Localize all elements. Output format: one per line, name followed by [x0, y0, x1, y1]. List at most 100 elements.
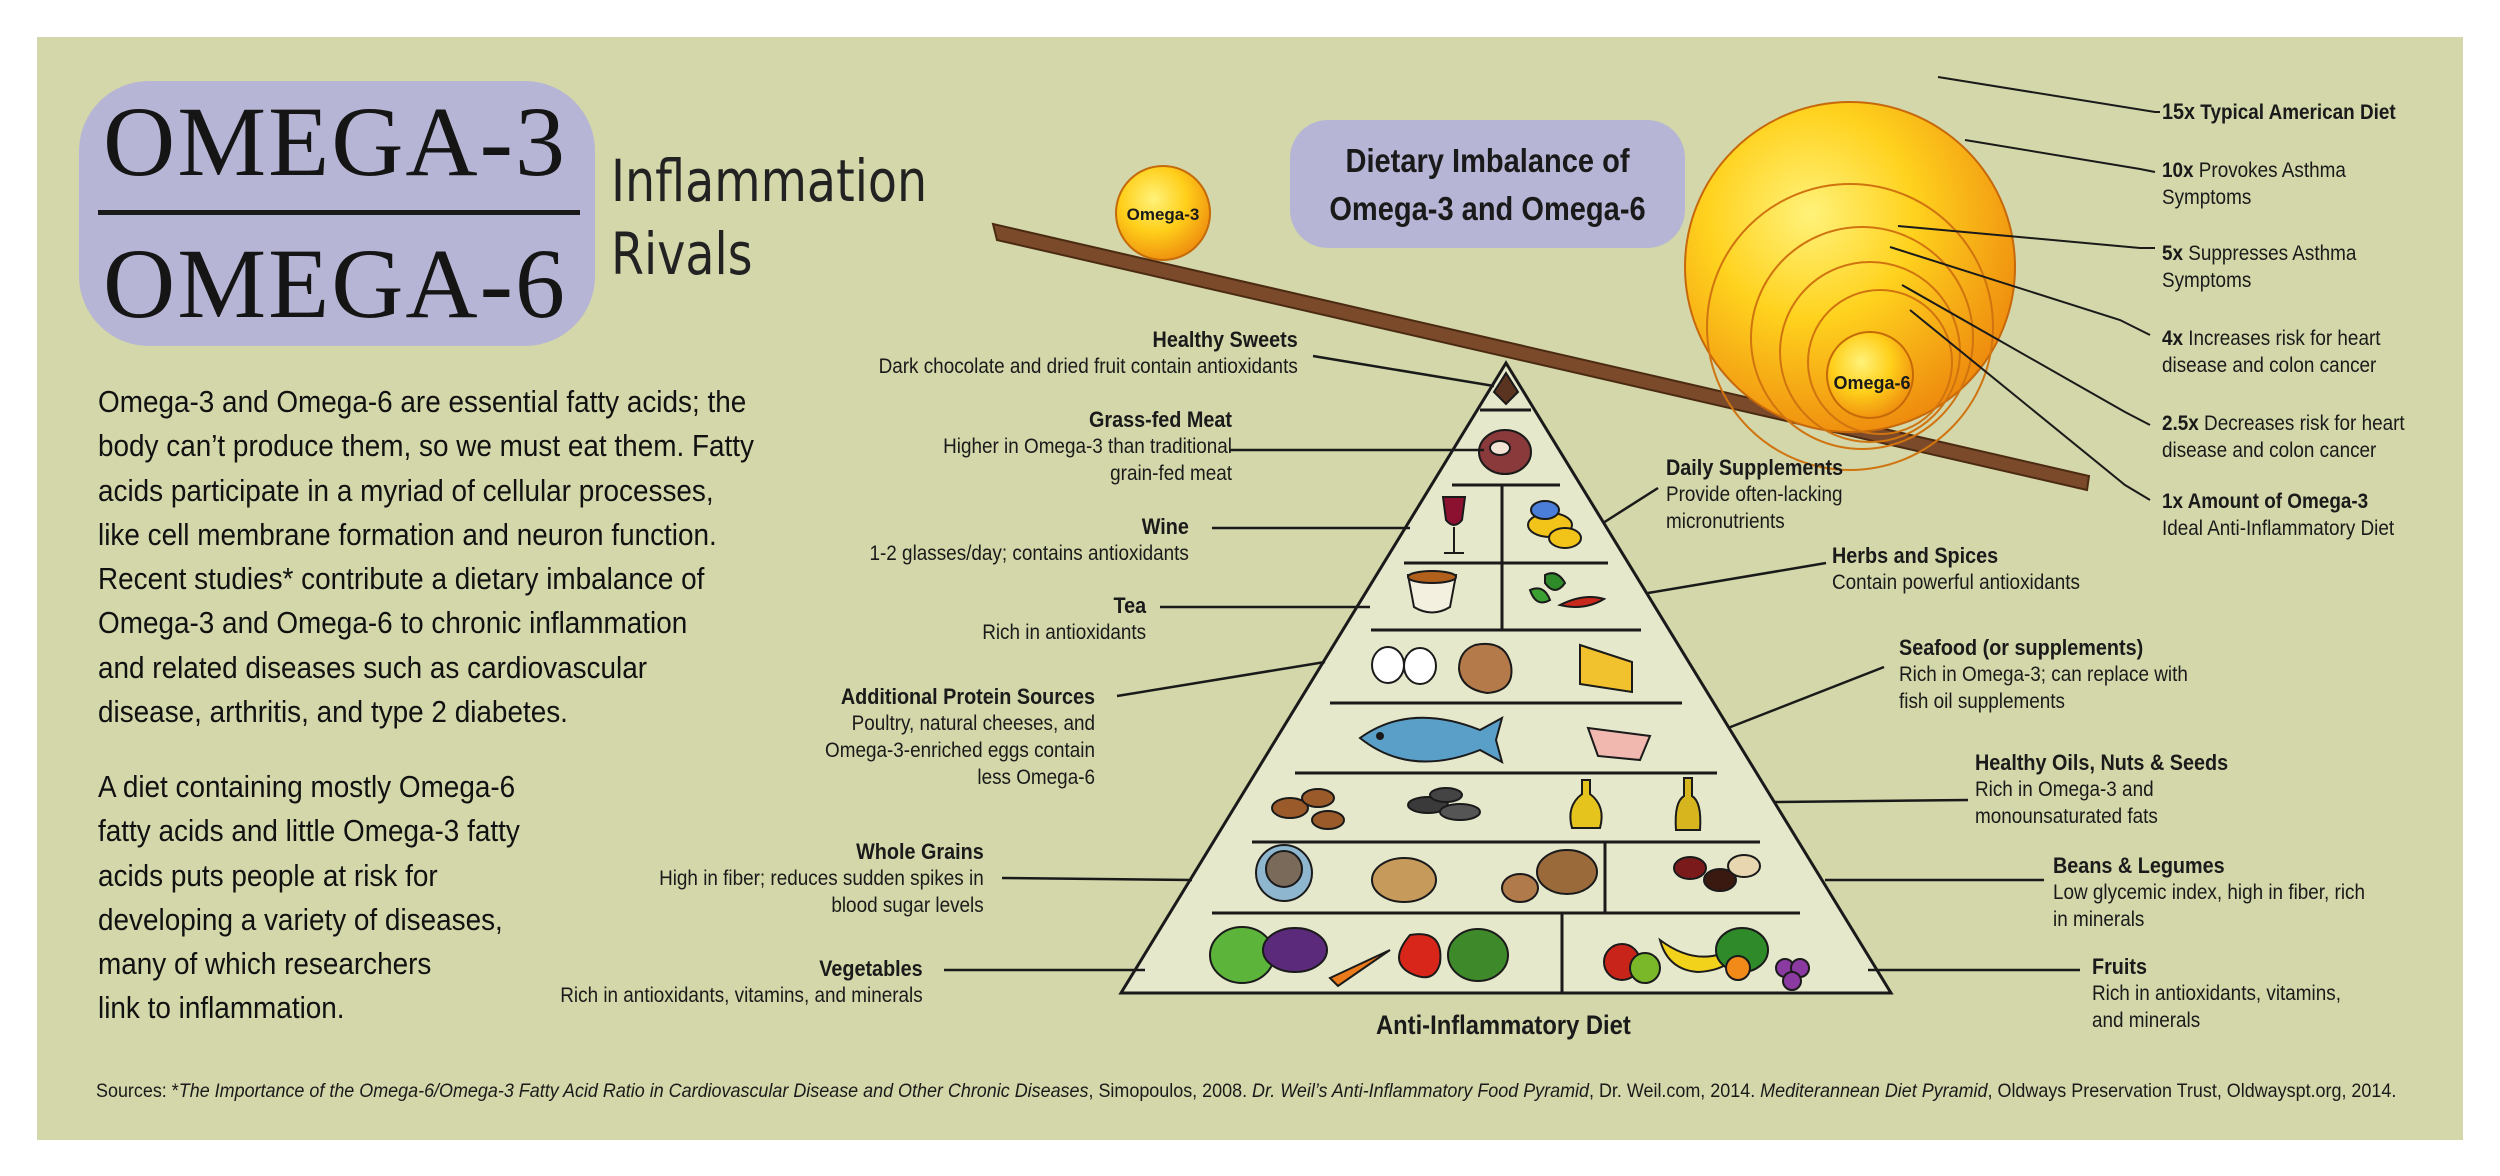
label-heading: Daily Supplements: [1666, 455, 1844, 480]
source-text-2: , Dr. Weil.com, 2014.: [1589, 1080, 1761, 1102]
label-desc: blood sugar levels: [831, 894, 984, 917]
food-icons: [1209, 371, 1810, 991]
label-heading: Additional Protein Sources: [840, 684, 1095, 709]
label-healthy-sweets: Healthy Sweets Dark chocolate and dried …: [832, 326, 1298, 380]
intro-line: Omega-3 and Omega-6 are essential fatty …: [98, 384, 747, 419]
omega6-ball-label: Omega-6: [1833, 373, 1910, 393]
sources-prefix: Sources: *: [96, 1080, 179, 1102]
imbalance-line2: Omega-3 and Omega-6: [1329, 190, 1646, 227]
label-wine: Wine 1-2 glasses/day; contains antioxida…: [834, 513, 1189, 567]
sources-footnote: Sources: *The Importance of the Omega-6/…: [96, 1080, 2396, 1103]
label-heading: Beans & Legumes: [2053, 853, 2225, 878]
label-desc: Provide often-lacking: [1666, 483, 1843, 506]
label-heading: Fruits: [2092, 954, 2148, 979]
oil-bottle-icon: [1674, 777, 1702, 831]
label-desc: Poultry, natural cheeses, and: [851, 712, 1095, 735]
label-heading: Wine: [1141, 514, 1189, 539]
ratio-text-2: disease and colon cancer: [2162, 354, 2377, 377]
imbalance-box: [1290, 120, 1685, 248]
ratio-multiplier: 2.5x: [2162, 412, 2199, 435]
left-leaders: [944, 354, 1495, 972]
label-desc: Higher in Omega-3 than traditional: [943, 435, 1232, 458]
wine-glass-icon: [1441, 496, 1467, 526]
label-heading: Whole Grains: [856, 839, 984, 864]
ratio-text: Suppresses Asthma: [2188, 242, 2357, 265]
intro-line: disease, arthritis, and type 2 diabetes.: [98, 694, 568, 730]
intro-line: like cell membrane formation and neuron …: [98, 516, 717, 552]
label-desc: Rich in antioxidants, vitamins, and mine…: [560, 984, 923, 1007]
ratio-text: Decreases risk for heart: [2204, 412, 2405, 435]
label-heading: Seafood (or supplements): [1899, 635, 2144, 660]
ratio-text: Provokes Asthma: [2198, 159, 2346, 182]
intro-paragraph: Omega-3 and Omega-6 are essential fatty …: [98, 380, 754, 734]
label-heading: Tea: [1113, 593, 1146, 618]
label-desc: Rich in antioxidants, vitamins,: [2092, 982, 2341, 1005]
imbalance-line1: Dietary Imbalance of: [1345, 142, 1630, 179]
intro-line: body can’t produce them, so we must eat …: [98, 428, 754, 464]
label-fruits: Fruits Rich in antioxidants, vitamins, a…: [2092, 953, 2369, 1034]
label-desc: in minerals: [2053, 908, 2145, 931]
herbs-icon: [1544, 572, 1567, 591]
bread-icon: [1536, 849, 1598, 895]
olive-oil-icon: [1569, 779, 1603, 829]
label-protein: Additional Protein Sources Poultry, natu…: [795, 683, 1095, 791]
ratio-leaders: [1889, 76, 2160, 501]
ratio-text-2: Symptoms: [2162, 269, 2252, 292]
subtitle-rivals: Rivals: [611, 220, 753, 288]
omega3-ball-label: Omega-3: [1127, 205, 1200, 224]
ratio-text-2: Symptoms: [2162, 186, 2252, 209]
title-divider: [98, 210, 580, 215]
risk-paragraph: A diet containing mostly Omega-6 fatty a…: [98, 765, 520, 1031]
ratio-multiplier: 15x: [2162, 99, 2196, 124]
label-daily-supplements: Daily Supplements Provide often-lacking …: [1666, 454, 1863, 535]
ratio-4x: 4x Increases risk for heart disease and …: [2162, 325, 2381, 379]
pyramid-caption: Anti-Inflammatory Diet: [1376, 1010, 1631, 1040]
intro-line: and related diseases such as cardiovascu…: [98, 649, 648, 685]
label-desc: fish oil supplements: [1899, 690, 2065, 713]
tea-cup-icon: [1406, 574, 1458, 614]
label-desc: Rich in Omega-3 and: [1975, 778, 2154, 801]
omega6-ball-stack: [1684, 101, 2016, 471]
ratio-multiplier: 5x: [2162, 242, 2184, 265]
risk-line: link to inflammation.: [98, 990, 345, 1026]
label-desc: Omega-3-enriched eggs contain: [824, 739, 1095, 762]
label-desc: 1-2 glasses/day; contains antioxidants: [869, 542, 1189, 565]
label-desc: Rich in antioxidants: [982, 621, 1146, 644]
ratio-multiplier: 4x: [2162, 327, 2184, 350]
omega3-title: OMEGA-3: [103, 86, 567, 197]
risk-line: acids puts people at risk for: [98, 857, 438, 893]
label-desc: monounsaturated fats: [1975, 805, 2158, 828]
imbalance-title: Dietary Imbalance of Omega-3 and Omega-6: [1314, 137, 1662, 233]
label-heading: Healthy Oils, Nuts & Seeds: [1975, 750, 2229, 775]
omega6-title: OMEGA-6: [103, 228, 567, 339]
subtitle-inflammation: Inflammation: [611, 147, 928, 215]
eggplant-icon: [1262, 927, 1328, 973]
chocolate-icon: [1492, 371, 1520, 406]
ratio-multiplier: 1x: [2162, 490, 2184, 513]
salmon-icon: [1586, 726, 1652, 762]
ratio-text: Typical American Diet: [2200, 101, 2396, 124]
label-desc: Contain powerful antioxidants: [1832, 571, 2080, 594]
ratio-text: Amount of Omega-3: [2187, 490, 2369, 513]
source-title-3: Mediterannean Diet Pyramid: [1760, 1080, 1988, 1102]
label-desc: Dark chocolate and dried fruit contain a…: [878, 355, 1298, 378]
right-leaders: [1602, 486, 2080, 972]
beans-icon: [1673, 856, 1707, 880]
label-whole-grains: Whole Grains High in fiber; reduces sudd…: [623, 838, 984, 919]
ratio-10x: 10x Provokes Asthma Symptoms: [2162, 157, 2346, 211]
label-desc: Low glycemic index, high in fiber, rich: [2053, 881, 2366, 904]
ratio-text-2: disease and colon cancer: [2162, 439, 2377, 462]
poultry-icon: [1457, 643, 1513, 695]
risk-line: many of which researchers: [98, 946, 432, 982]
source-text-1: , Simopoulos, 2008.: [1088, 1080, 1253, 1102]
walnuts-icon: [1371, 857, 1437, 903]
broccoli-icon: [1447, 928, 1509, 982]
label-seafood: Seafood (or supplements) Rich in Omega-3…: [1899, 634, 2220, 715]
label-beans-legumes: Beans & Legumes Low glycemic index, high…: [2053, 852, 2400, 933]
ratio-5x: 5x Suppresses Asthma Symptoms: [2162, 240, 2356, 294]
source-title-1: The Importance of the Omega-6/Omega-3 Fa…: [178, 1080, 1089, 1102]
label-tea: Tea Rich in antioxidants: [964, 592, 1146, 646]
ratio-multiplier: 10x: [2162, 159, 2194, 182]
ratio-text-2: Ideal Anti-Inflammatory Diet: [2162, 517, 2395, 540]
